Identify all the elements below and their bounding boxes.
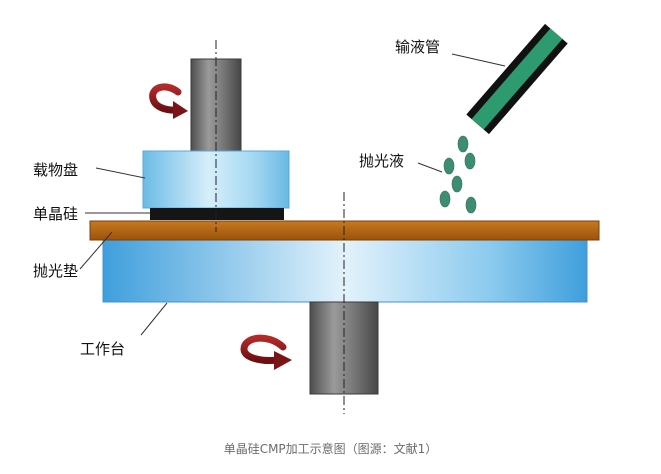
label-carrier: 载物盘 bbox=[33, 161, 79, 179]
carrier-leader-line bbox=[95, 167, 146, 179]
label-table: 工作台 bbox=[80, 340, 126, 358]
label-wafer: 单晶硅 bbox=[33, 205, 79, 223]
slurry-drop bbox=[451, 175, 463, 193]
label-slurry: 抛光液 bbox=[359, 152, 405, 170]
slurry-drop bbox=[465, 196, 477, 214]
label-pad: 抛光垫 bbox=[33, 262, 79, 280]
tube-leader-line bbox=[451, 53, 506, 67]
slurry-tube bbox=[466, 23, 568, 135]
figure-caption: 单晶硅CMP加工示意图（图源：文献1） bbox=[223, 442, 438, 456]
pad-leader-line bbox=[79, 231, 113, 270]
label-tube: 输液管 bbox=[395, 38, 441, 56]
slurry-drop bbox=[464, 152, 476, 170]
bottom-rotation-arrow-icon bbox=[240, 334, 292, 370]
top-rotation-arrow-icon bbox=[149, 83, 188, 119]
slurry-drop bbox=[443, 157, 455, 175]
worktable bbox=[102, 239, 588, 303]
table-leader-line bbox=[140, 302, 168, 336]
slurry-drop bbox=[457, 135, 469, 153]
slurry-drops bbox=[439, 135, 477, 214]
slurry-drop bbox=[439, 190, 451, 208]
wafer bbox=[150, 208, 284, 220]
slurry-leader-line bbox=[417, 162, 443, 173]
